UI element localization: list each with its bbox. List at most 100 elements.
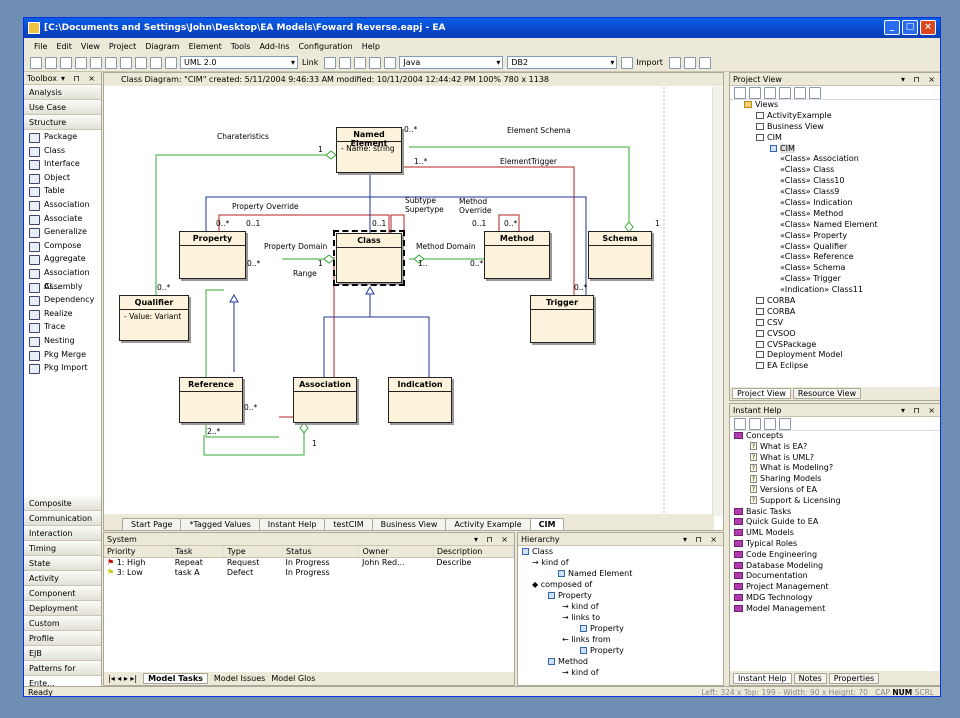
- back-icon[interactable]: [764, 417, 776, 430]
- menu-addins[interactable]: Add-Ins: [259, 41, 290, 51]
- toolbox-item[interactable]: Assembly: [24, 280, 101, 294]
- toolbox-group-analysis[interactable]: Analysis: [24, 85, 101, 100]
- properties-icon[interactable]: [150, 56, 162, 69]
- help-item[interactable]: Model Management: [730, 604, 940, 615]
- tab-properties[interactable]: Properties: [828, 672, 880, 684]
- new-icon[interactable]: [30, 56, 42, 69]
- help-item[interactable]: Code Engineering: [730, 550, 940, 561]
- tab-testcim[interactable]: testCIM: [324, 518, 373, 530]
- help-item[interactable]: Typical Roles: [730, 539, 940, 550]
- table-row[interactable]: ⚑ 3: Low task A Defect In Progress: [104, 568, 514, 578]
- copy-icon[interactable]: [90, 56, 102, 69]
- tree-item[interactable]: Class: [518, 546, 723, 557]
- toolbox-item[interactable]: Object: [24, 171, 101, 185]
- class-association[interactable]: Association: [293, 377, 357, 423]
- tree-item[interactable]: Deployment Model: [730, 350, 940, 361]
- col-priority[interactable]: Priority: [104, 546, 173, 558]
- link-button[interactable]: Link: [302, 58, 319, 67]
- import-button[interactable]: Import: [636, 58, 663, 67]
- page-setup-icon[interactable]: [135, 56, 147, 69]
- tab-cim[interactable]: CIM: [529, 518, 565, 530]
- maximize-button[interactable]: □: [902, 20, 918, 35]
- help-item[interactable]: MDG Technology: [730, 593, 940, 604]
- font-icon[interactable]: [354, 56, 367, 69]
- tab-tagged-values[interactable]: *Tagged Values: [180, 518, 260, 530]
- book-icon[interactable]: [165, 56, 177, 69]
- tree-item[interactable]: «Class» Qualifier: [730, 242, 940, 253]
- tree-item[interactable]: CSV: [730, 318, 940, 329]
- import-icon[interactable]: [621, 56, 634, 69]
- tree-item[interactable]: «Class» Class10: [730, 176, 940, 187]
- tree-item[interactable]: «Class» Indication: [730, 198, 940, 209]
- toolbox-item[interactable]: Nesting: [24, 334, 101, 348]
- menu-diagram[interactable]: Diagram: [145, 41, 180, 51]
- toolbox-item[interactable]: Pkg Import: [24, 361, 101, 375]
- menu-configuration[interactable]: Configuration: [298, 41, 353, 51]
- tree-item[interactable]: CORBA: [730, 307, 940, 318]
- paste-icon[interactable]: [105, 56, 117, 69]
- help-item[interactable]: Documentation: [730, 571, 940, 582]
- help-item[interactable]: UML Models: [730, 528, 940, 539]
- new-diagram-icon[interactable]: [749, 86, 761, 99]
- tree-item[interactable]: CORBA: [730, 296, 940, 307]
- tree-item[interactable]: «Class» Named Element: [730, 220, 940, 231]
- toolbox-item[interactable]: Class: [24, 144, 101, 158]
- class-trigger[interactable]: Trigger: [530, 295, 594, 343]
- class-indication[interactable]: Indication: [388, 377, 452, 423]
- toolbox-group[interactable]: Deployment: [24, 601, 101, 616]
- toolbox-item[interactable]: Association Cl...: [24, 266, 101, 291]
- help-item[interactable]: Basic Tasks: [730, 507, 940, 518]
- tree-item[interactable]: CIM: [730, 133, 940, 144]
- tree-item[interactable]: Property: [518, 645, 723, 656]
- tree-item[interactable]: ◆ composed of: [518, 579, 723, 590]
- menu-edit[interactable]: Edit: [56, 41, 72, 51]
- tree-item[interactable]: «Indication» Class11: [730, 285, 940, 296]
- class-named-element[interactable]: Named Element - Name: string: [336, 127, 402, 173]
- contents-icon[interactable]: [734, 417, 746, 430]
- web-icon[interactable]: [779, 417, 791, 430]
- tab-resource-view[interactable]: Resource View: [792, 388, 862, 399]
- class-qualifier[interactable]: Qualifier - Value: Variant: [119, 295, 189, 341]
- panel-controls-icon[interactable]: ▾ ⊓ ×: [900, 75, 938, 84]
- toolbox-group[interactable]: Communication: [24, 511, 101, 526]
- help-item[interactable]: ?What is EA?: [730, 442, 940, 453]
- tree-item[interactable]: «Class» Class: [730, 165, 940, 176]
- tab-project-view[interactable]: Project View: [732, 388, 791, 399]
- toolbox-item[interactable]: Compose: [24, 239, 101, 253]
- pin-icon[interactable]: ▾ ⊓ ×: [60, 74, 98, 83]
- col-owner[interactable]: Owner: [358, 546, 434, 558]
- tree-item[interactable]: Property: [518, 590, 723, 601]
- search-icon[interactable]: [809, 86, 821, 99]
- toolbox-group[interactable]: Activity: [24, 571, 101, 586]
- language-select[interactable]: Java: [399, 56, 504, 69]
- tree-item[interactable]: Views: [730, 100, 940, 111]
- help-item[interactable]: Concepts: [730, 431, 940, 442]
- pen-icon[interactable]: [384, 56, 397, 69]
- generate-icon[interactable]: [668, 56, 681, 69]
- toolbox-item[interactable]: Dependency: [24, 293, 101, 307]
- toolbox-item[interactable]: Pkg Merge: [24, 348, 101, 362]
- tree-item[interactable]: «Class» Class9: [730, 187, 940, 198]
- print-icon[interactable]: [120, 56, 132, 69]
- toolbox-item[interactable]: Associate: [24, 212, 101, 226]
- class-method[interactable]: Method: [484, 231, 550, 279]
- help-icon[interactable]: [749, 417, 761, 430]
- menu-help[interactable]: Help: [361, 41, 380, 51]
- help-item[interactable]: ?What is UML?: [730, 453, 940, 464]
- tree-item[interactable]: Method: [518, 656, 723, 667]
- tab-notes[interactable]: Notes: [793, 672, 827, 684]
- help-item[interactable]: Quick Guide to EA: [730, 517, 940, 528]
- menu-view[interactable]: View: [80, 41, 100, 51]
- options-icon[interactable]: [698, 56, 711, 69]
- tree-item[interactable]: «Class» Reference: [730, 252, 940, 263]
- close-button[interactable]: ×: [920, 20, 936, 35]
- help-item[interactable]: ?Sharing Models: [730, 474, 940, 485]
- tree-item-selected[interactable]: CIM: [730, 143, 940, 155]
- toolbox-item[interactable]: Table: [24, 184, 101, 198]
- tab-model-issues[interactable]: Model Issues: [213, 674, 266, 683]
- panel-controls-icon[interactable]: ▾ ⊓ ×: [682, 535, 720, 544]
- uml-version-select[interactable]: UML 2.0: [180, 56, 298, 69]
- toolbox-group[interactable]: EJB: [24, 646, 101, 661]
- menu-project[interactable]: Project: [108, 41, 137, 51]
- minimize-button[interactable]: _: [884, 20, 900, 35]
